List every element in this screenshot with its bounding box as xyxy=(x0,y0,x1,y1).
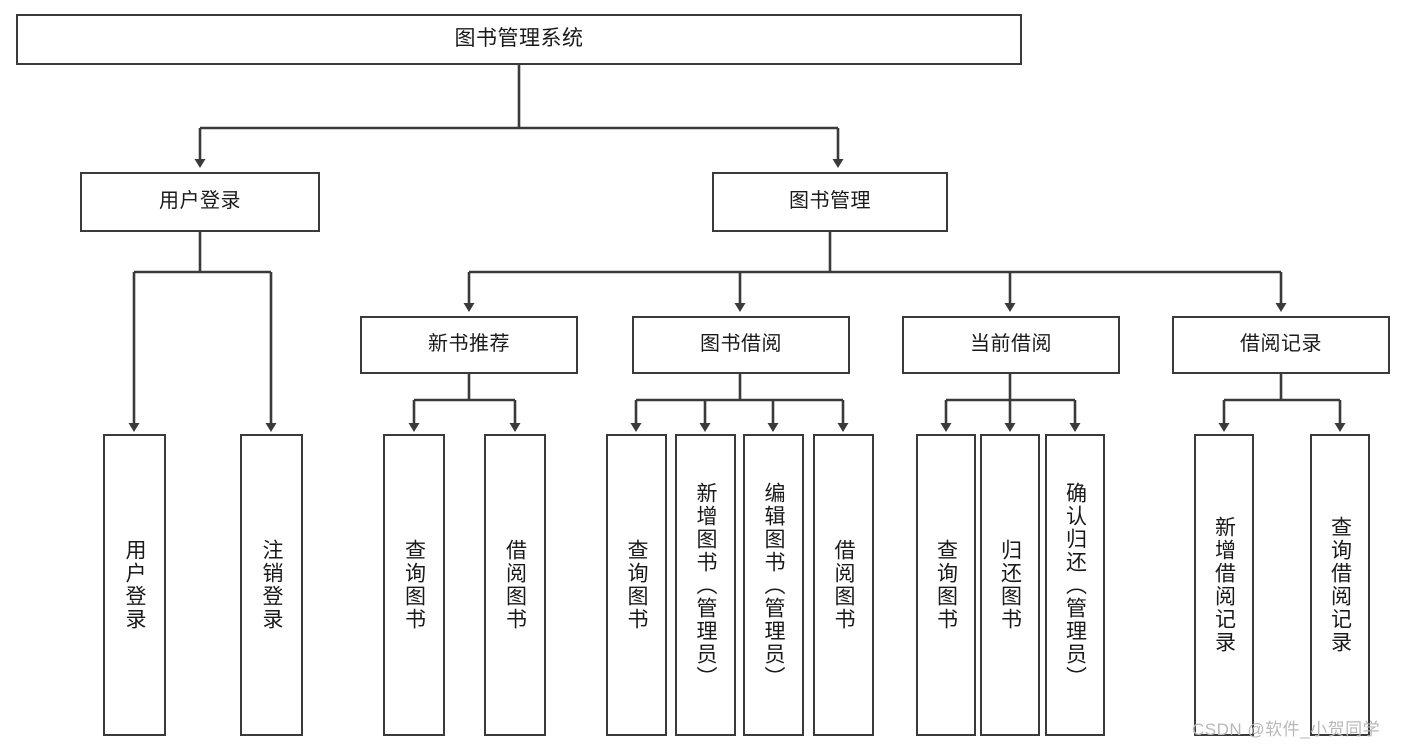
node-book-borrow[interactable]: 图书借阅 xyxy=(632,316,850,374)
node-leaf-confirm-return[interactable]: 确认归还（管理员） xyxy=(1045,434,1105,736)
node-leaf-user-logout-label: 注销登录 xyxy=(260,539,283,631)
node-leaf-return-book-label: 归还图书 xyxy=(998,539,1022,631)
node-new-book-recommend[interactable]: 新书推荐 xyxy=(360,316,578,374)
node-leaf-query-record-label: 查询借阅记录 xyxy=(1328,516,1352,654)
node-borrow-record[interactable]: 借阅记录 xyxy=(1172,316,1390,374)
node-book-manage-label: 图书管理 xyxy=(789,190,871,213)
node-leaf-query-book-2[interactable]: 查询图书 xyxy=(606,434,667,736)
node-leaf-borrow-book-2-label: 借阅图书 xyxy=(832,539,855,631)
node-leaf-add-book[interactable]: 新增图书（管理员） xyxy=(675,434,736,736)
node-leaf-confirm-return-label: 确认归还（管理员） xyxy=(1063,481,1087,689)
node-book-borrow-label: 图书借阅 xyxy=(700,333,782,356)
node-leaf-edit-book[interactable]: 编辑图书（管理员） xyxy=(743,434,804,736)
node-leaf-query-book-3[interactable]: 查询图书 xyxy=(916,434,976,736)
node-borrow-record-label: 借阅记录 xyxy=(1240,333,1322,356)
node-leaf-query-book-1[interactable]: 查询图书 xyxy=(383,434,445,736)
node-leaf-edit-book-label: 编辑图书（管理员） xyxy=(762,481,785,689)
node-leaf-query-book-3-label: 查询图书 xyxy=(934,539,958,631)
node-leaf-add-book-label: 新增图书（管理员） xyxy=(694,481,717,689)
node-leaf-query-record[interactable]: 查询借阅记录 xyxy=(1310,434,1370,736)
node-current-borrow[interactable]: 当前借阅 xyxy=(902,316,1120,374)
node-leaf-user-logout[interactable]: 注销登录 xyxy=(240,434,303,736)
node-leaf-return-book[interactable]: 归还图书 xyxy=(980,434,1040,736)
node-leaf-user-login[interactable]: 用户登录 xyxy=(103,434,166,736)
node-book-manage[interactable]: 图书管理 xyxy=(712,172,948,232)
node-leaf-borrow-book-1-label: 借阅图书 xyxy=(503,539,527,631)
node-user-login-label: 用户登录 xyxy=(159,190,241,213)
node-leaf-add-record[interactable]: 新增借阅记录 xyxy=(1194,434,1254,736)
node-current-borrow-label: 当前借阅 xyxy=(970,333,1052,356)
node-root-label: 图书管理系统 xyxy=(454,27,584,51)
node-leaf-add-record-label: 新增借阅记录 xyxy=(1212,516,1236,654)
node-leaf-query-book-1-label: 查询图书 xyxy=(402,539,426,631)
node-leaf-borrow-book-2[interactable]: 借阅图书 xyxy=(813,434,874,736)
node-leaf-borrow-book-1[interactable]: 借阅图书 xyxy=(484,434,546,736)
node-leaf-query-book-2-label: 查询图书 xyxy=(625,539,648,631)
node-leaf-user-login-label: 用户登录 xyxy=(123,539,146,631)
node-root[interactable]: 图书管理系统 xyxy=(16,14,1022,65)
node-new-book-recommend-label: 新书推荐 xyxy=(428,333,510,356)
node-user-login[interactable]: 用户登录 xyxy=(80,172,320,232)
